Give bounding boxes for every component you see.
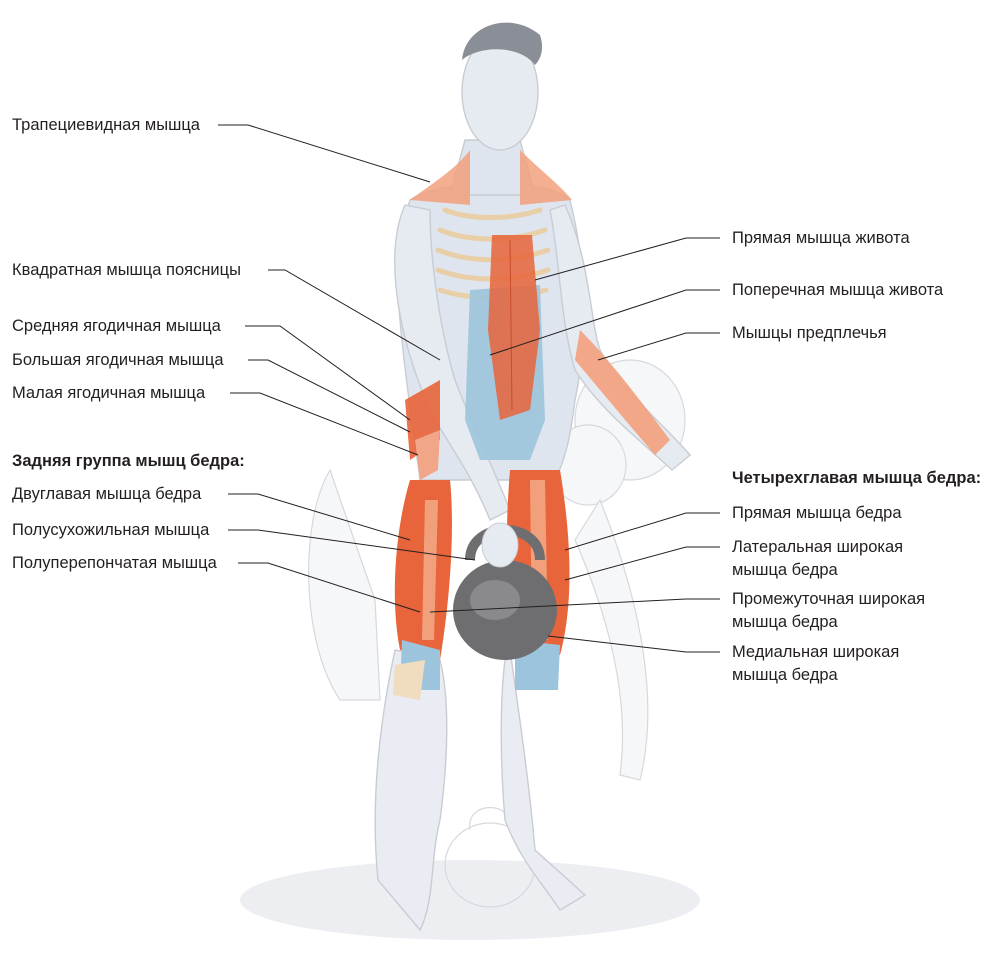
- leader-forearm: [598, 333, 720, 360]
- leader-trapezius: [218, 125, 430, 182]
- label-forearm-muscles: Мышцы предплечья: [732, 322, 887, 344]
- label-vastus-intermedius-line1: Промежуточная широкая: [732, 588, 925, 610]
- label-semimembranosus: Полуперепончатая мышца: [12, 552, 217, 574]
- label-semitendinosus: Полусухожильная мышца: [12, 519, 209, 541]
- left-hand: [482, 523, 518, 567]
- heading-quadriceps: Четырехглавая мышца бедра:: [732, 469, 981, 488]
- label-vastus-intermedius-line2: мышца бедра: [732, 611, 838, 633]
- label-gluteus-medius: Средняя ягодичная мышца: [12, 315, 221, 337]
- floor-shadow: [240, 860, 700, 940]
- label-rectus-femoris: Прямая мышца бедра: [732, 502, 902, 524]
- leader-gluteus-minimus: [230, 393, 418, 455]
- label-vastus-lateralis-line1: Латеральная широкая: [732, 536, 903, 558]
- label-vastus-medialis-line1: Медиальная широкая: [732, 641, 899, 663]
- label-vastus-lateralis-line2: мышца бедра: [732, 559, 838, 581]
- label-gluteus-maximus: Большая ягодичная мышца: [12, 349, 224, 371]
- leader-gluteus-medius: [245, 326, 410, 420]
- label-trapezius: Трапециевидная мышца: [12, 114, 200, 136]
- label-vastus-medialis-line2: мышца бедра: [732, 664, 838, 686]
- head: [462, 23, 542, 150]
- heading-hamstrings: Задняя группа мышц бедра:: [12, 452, 245, 471]
- label-rectus-abdominis: Прямая мышца живота: [732, 227, 910, 249]
- leader-gluteus-maximus: [248, 360, 410, 432]
- label-biceps-femoris: Двуглавая мышца бедра: [12, 483, 201, 505]
- label-gluteus-minimus: Малая ягодичная мышца: [12, 382, 205, 404]
- label-quadratus-lumborum: Квадратная мышца поясницы: [12, 259, 241, 281]
- label-transversus-abdominis: Поперечная мышца живота: [732, 279, 943, 301]
